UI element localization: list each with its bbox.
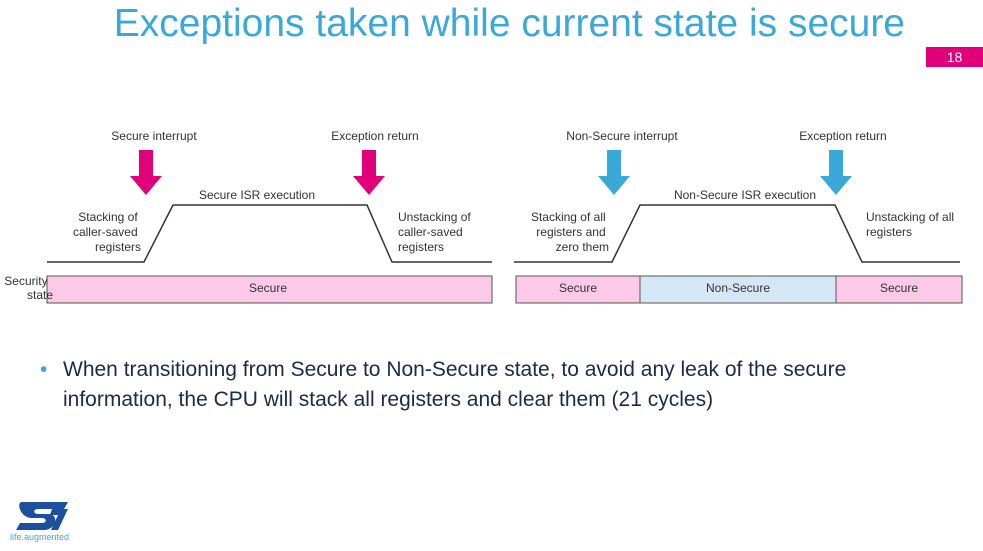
- left-state-secure-label: Secure: [249, 281, 287, 295]
- right-state-secure-bar-2: [835, 275, 963, 304]
- left-isr-label: Secure ISR execution: [199, 188, 315, 202]
- right-state-secure-label-2: Secure: [880, 281, 918, 295]
- left-stacking-label: Stacking of caller-saved registers: [73, 210, 141, 254]
- right-stacking-label: Stacking of all registers and zero them: [531, 210, 609, 254]
- left-unstacking-label: Unstacking of caller-saved registers: [398, 210, 474, 254]
- right-return-label: Exception return: [799, 129, 886, 143]
- right-execution-waveform: [514, 204, 960, 263]
- right-isr-label: Non-Secure ISR execution: [674, 188, 816, 202]
- left-execution-waveform: [47, 204, 492, 263]
- right-state-secure-bar-1: [515, 275, 641, 304]
- left-state-secure-bar: [46, 275, 493, 304]
- right-state-nonsecure-bar: [639, 275, 837, 304]
- left-return-label: Exception return: [331, 129, 418, 143]
- bullet-dot: •: [40, 358, 48, 381]
- security-state-label: Security state: [4, 274, 53, 302]
- exception-diagram: Secure interrupt Exception return Secure…: [4, 129, 963, 304]
- page-number: 18: [926, 47, 983, 67]
- bullet-point: • When transitioning from Secure to Non-…: [40, 355, 940, 415]
- left-interrupt-arrow: [130, 150, 162, 195]
- logo-tagline: life.augmented: [10, 532, 70, 542]
- right-state-secure-label-1: Secure: [559, 281, 597, 295]
- left-return-arrow: [353, 150, 385, 195]
- right-state-nonsecure-label: Non-Secure: [706, 281, 770, 295]
- bullet-text: When transitioning from Secure to Non-Se…: [63, 358, 847, 411]
- st-logo: [16, 502, 68, 530]
- right-return-arrow: [820, 150, 852, 195]
- right-interrupt-label: Non-Secure interrupt: [566, 129, 678, 143]
- right-interrupt-arrow: [598, 150, 630, 195]
- slide-title: Exceptions taken while current state is …: [113, 2, 905, 45]
- right-unstacking-label: Unstacking of all registers: [866, 210, 957, 239]
- left-interrupt-label: Secure interrupt: [111, 129, 197, 143]
